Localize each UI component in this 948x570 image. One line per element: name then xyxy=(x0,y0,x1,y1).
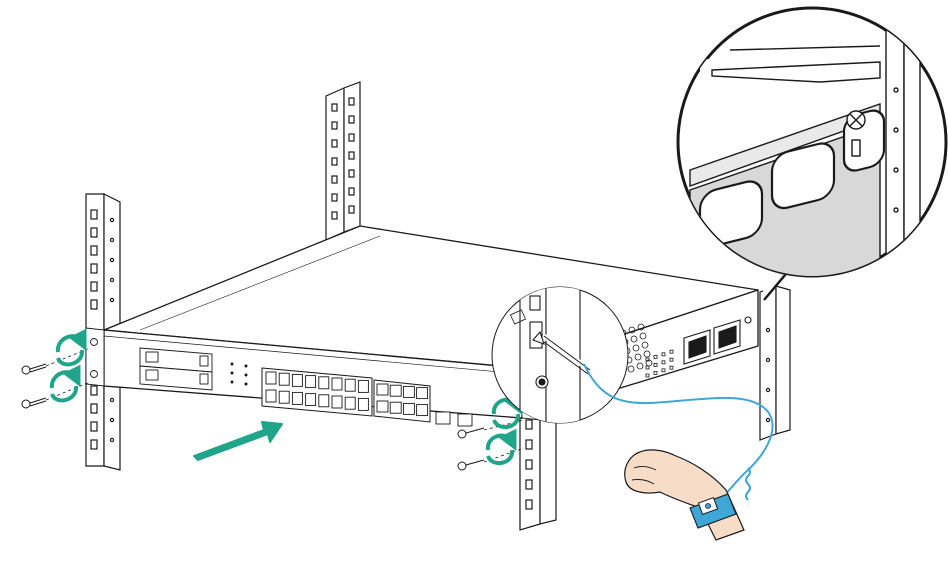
vent-slot xyxy=(653,362,658,367)
clockwise-rotation-icon xyxy=(55,328,87,367)
esd-symbol-icon xyxy=(509,309,527,325)
vent-slot xyxy=(653,354,658,359)
rj45-port xyxy=(278,390,290,404)
vent-slot xyxy=(661,352,666,357)
vent-slot xyxy=(653,370,658,375)
sfp-port xyxy=(376,383,389,396)
status-leds xyxy=(230,362,248,386)
vent-hole xyxy=(639,332,647,340)
rj45-port xyxy=(357,397,369,411)
esd-wrist-strap-icon xyxy=(583,363,774,541)
vent-hole xyxy=(643,350,651,358)
esd-detail-callout xyxy=(491,286,629,424)
rack-post-rear-left xyxy=(325,81,361,241)
sfp-port xyxy=(416,387,429,400)
vent-hole xyxy=(634,353,642,361)
vent-slot xyxy=(661,368,666,373)
vent-slot xyxy=(645,357,650,362)
clockwise-rotation-icon xyxy=(485,428,517,466)
vent-hole xyxy=(628,326,636,334)
rj45-port xyxy=(305,393,317,407)
rack-post-rear-right xyxy=(759,285,791,441)
clockwise-rotation-icon xyxy=(49,364,81,403)
rj45-port xyxy=(291,373,303,387)
vent-hole xyxy=(637,323,645,331)
rj45-port-block xyxy=(261,367,373,417)
vent-hole xyxy=(641,341,649,349)
sfp-port-block xyxy=(373,379,431,423)
sfp-port xyxy=(416,404,429,417)
screw-icon xyxy=(457,459,485,471)
rj45-port xyxy=(331,395,343,409)
sfp-port xyxy=(389,401,402,414)
rj45-port xyxy=(344,396,356,410)
vent-slot xyxy=(661,360,666,365)
rj45-port xyxy=(331,377,343,391)
screw-icon xyxy=(21,363,47,375)
rj45-port xyxy=(265,389,277,403)
front-panel-details xyxy=(85,327,248,391)
screw-icon xyxy=(21,397,47,409)
vent-slot xyxy=(645,365,650,370)
power-receptacles xyxy=(683,316,752,365)
rj45-port xyxy=(344,378,356,392)
rj45-port xyxy=(291,391,303,405)
sfp-port xyxy=(402,402,415,415)
rj45-port xyxy=(318,394,330,408)
vent-slot xyxy=(669,365,674,370)
grounding-cable xyxy=(583,363,774,499)
sfp-port xyxy=(402,385,415,398)
screw-icon xyxy=(457,427,485,439)
vent-hole xyxy=(627,365,635,373)
vent-slot xyxy=(645,373,650,378)
rj45-port xyxy=(305,375,317,389)
rj45-port xyxy=(265,371,277,385)
rj45-port xyxy=(357,379,369,393)
vent-hole xyxy=(636,362,644,370)
rj45-port xyxy=(318,376,330,390)
mounting-ear-zoom-callout xyxy=(676,6,948,301)
vent-hole xyxy=(630,335,638,343)
slide-in-arrow-icon xyxy=(193,421,283,461)
vent-slot xyxy=(669,349,674,354)
sfp-port xyxy=(376,400,389,413)
rj45-port xyxy=(278,372,290,386)
sfp-port xyxy=(389,384,402,397)
vent-hole xyxy=(632,344,640,352)
vent-slot xyxy=(669,357,674,362)
